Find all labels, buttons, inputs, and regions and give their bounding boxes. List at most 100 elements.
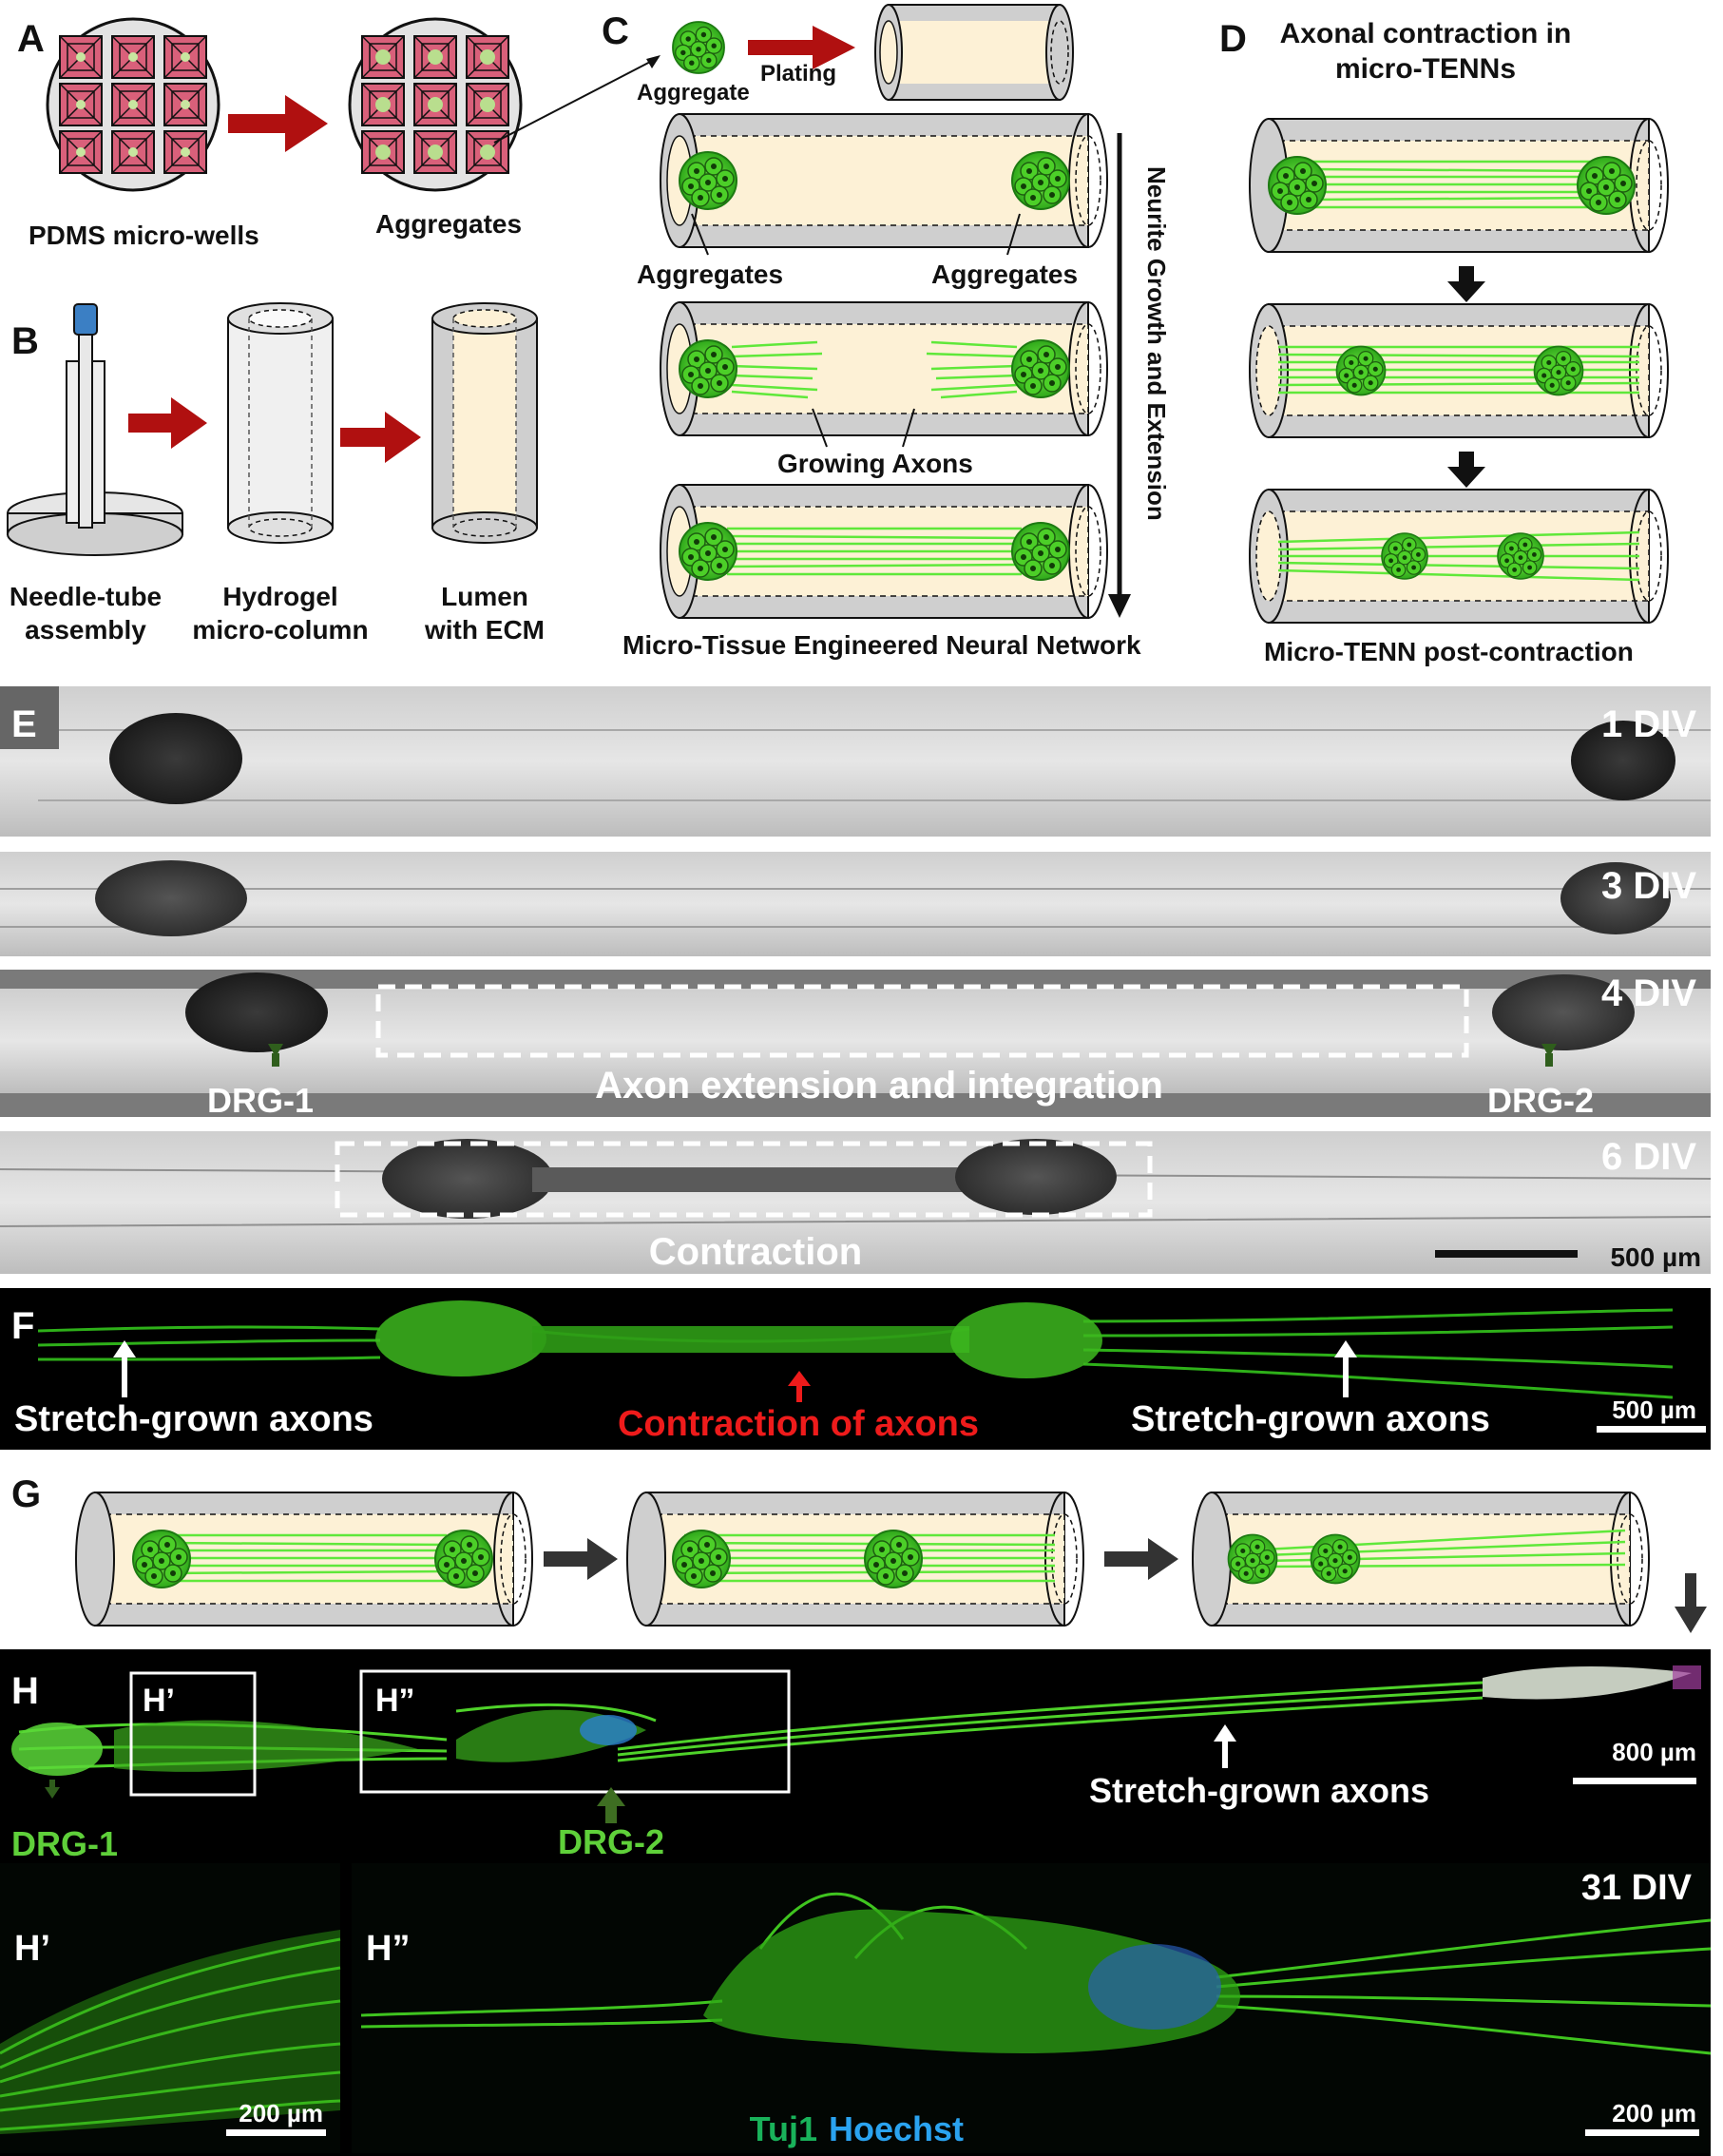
h-scale-left-bar xyxy=(226,2129,326,2136)
h-stretch: Stretch-grown axons xyxy=(1089,1771,1429,1810)
tube-g2 xyxy=(626,1492,1084,1627)
panel-e: E 1 DIV 3 DIV 4 DIV DRG-1 DRG-2 Axon ext… xyxy=(0,686,1712,1274)
pdms-wells xyxy=(59,35,207,174)
needle-label-1: Needle-tube xyxy=(10,582,162,611)
f-center: Contraction of axons xyxy=(618,1404,979,1444)
tube-d2 xyxy=(1249,303,1669,438)
e-scale: 500 µm xyxy=(1610,1242,1701,1272)
h-div: 31 DIV xyxy=(1581,1868,1693,1908)
h-inset2-label: H” xyxy=(366,1929,410,1969)
d-footer: Micro-TENN post-contraction xyxy=(1264,637,1634,666)
needle-hub xyxy=(73,303,98,336)
panel-b-letter: B xyxy=(11,320,39,362)
hydrogel-column xyxy=(227,302,334,544)
panel-d: D Axonal contraction in micro-TENNs xyxy=(1219,18,1669,666)
aggregate-wells xyxy=(361,35,509,174)
g-arrow-1 xyxy=(544,1538,618,1580)
h-inset1-image: H’ 200 µm xyxy=(0,1863,341,2153)
aggregates-right-label: Aggregates xyxy=(931,260,1078,289)
aggregates-left-label: Aggregates xyxy=(637,260,783,289)
e-extension: Axon extension and integration xyxy=(595,1065,1163,1107)
tube-c1 xyxy=(660,113,1108,248)
h-stain-hoechst: Hoechst xyxy=(829,2109,964,2148)
panel-g-letter: G xyxy=(11,1473,41,1515)
extension-box xyxy=(375,984,1469,1058)
e-div3: 3 DIV xyxy=(1601,865,1696,907)
arrow-b2 xyxy=(340,412,421,463)
lumen-label-2: with ECM xyxy=(424,615,545,645)
g-down-arrow xyxy=(1675,1607,1707,1633)
panel-h: H H’ H” Stretch-grown axons 800 µm DRG-1… xyxy=(0,1649,1712,2156)
h-drg2: DRG-2 xyxy=(558,1822,664,1861)
e-strip-1div: E 1 DIV xyxy=(0,686,1711,837)
pdms-label: PDMS micro-wells xyxy=(29,221,259,250)
f-left: Stretch-grown axons xyxy=(14,1399,373,1439)
e-strip-6div: 6 DIV Contraction 500 µm xyxy=(0,1131,1712,1274)
single-aggregate xyxy=(672,21,725,74)
e-div6: 6 DIV xyxy=(1601,1136,1696,1178)
panel-h-letter: H xyxy=(11,1670,39,1712)
panel-c-letter: C xyxy=(602,10,629,52)
panel-e-letter: E xyxy=(11,703,37,745)
tube-d1 xyxy=(1249,118,1669,253)
tube-c3 xyxy=(660,484,1108,619)
panel-d-letter: D xyxy=(1219,18,1247,60)
contraction-box xyxy=(335,1141,1153,1218)
aggregates-label: Aggregates xyxy=(375,209,522,239)
h-inset1-box xyxy=(129,1671,257,1797)
growth-label: Neurite Growth and Extension xyxy=(1142,166,1171,521)
e-strip-3div: 3 DIV xyxy=(0,852,1711,956)
f-right: Stretch-grown axons xyxy=(1131,1399,1490,1439)
tube-g1 xyxy=(75,1492,533,1627)
h-scale-top-bar xyxy=(1573,1778,1696,1784)
panel-a-letter: A xyxy=(17,18,45,60)
needle-label-2: assembly xyxy=(25,615,146,645)
e-drg2: DRG-2 xyxy=(1487,1081,1594,1120)
tube-g3 xyxy=(1192,1492,1650,1627)
h-drg1: DRG-1 xyxy=(11,1824,118,1863)
lumen-label-1: Lumen xyxy=(441,582,528,611)
f-scale-bar xyxy=(1597,1426,1706,1433)
lumen-ecm-column xyxy=(431,302,538,544)
panel-a: A PDMS micro-wells Aggregates xyxy=(17,17,660,250)
h-scale-left: 200 µm xyxy=(239,2099,323,2127)
h-inset1-label: H’ xyxy=(14,1929,50,1969)
e-div1: 1 DIV xyxy=(1601,703,1696,745)
h-scale-top: 800 µm xyxy=(1612,1738,1696,1766)
plating-arrow xyxy=(748,26,855,69)
h-inset2-box xyxy=(359,1669,791,1794)
e-drg1: DRG-1 xyxy=(207,1081,314,1120)
panel-b: B Needle-tube xyxy=(7,302,545,645)
pointer-line-a xyxy=(493,58,657,144)
h-scale-right: 200 µm xyxy=(1612,2099,1696,2127)
arrow-b1 xyxy=(128,397,207,449)
aggregate-label: Aggregate xyxy=(637,80,750,106)
hydrogel-label-2: micro-column xyxy=(192,615,368,645)
panel-c: C Aggregate Plating Aggregates Aggregate… xyxy=(602,4,1171,660)
e-scale-bar xyxy=(1435,1250,1578,1258)
tube-c2 xyxy=(660,301,1108,436)
h-inset1-tag: H’ xyxy=(143,1683,175,1719)
h-inset2-image: H” 31 DIV Tuj1 Hoechst 200 µm xyxy=(352,1863,1712,2153)
d-title-1: Axonal contraction in xyxy=(1280,18,1572,49)
plating-label: Plating xyxy=(760,61,836,87)
e-div4: 4 DIV xyxy=(1601,972,1696,1014)
arrow-a xyxy=(228,95,328,152)
hydrogel-label-1: Hydrogel xyxy=(222,582,337,611)
empty-tube xyxy=(874,4,1074,101)
needle-b xyxy=(78,332,93,529)
panel-g: G xyxy=(11,1473,1707,1633)
panel-f-letter: F xyxy=(11,1305,34,1347)
g-arrow-2 xyxy=(1104,1538,1178,1580)
panel-f: F Stretch-grown axons Contraction of axo… xyxy=(0,1288,1711,1450)
h-inset2-tag: H” xyxy=(375,1683,415,1719)
d-title-2: micro-TENNs xyxy=(1335,53,1516,85)
growing-axons-label: Growing Axons xyxy=(777,449,973,478)
tube-d3 xyxy=(1249,489,1669,624)
e-contraction: Contraction xyxy=(649,1231,862,1273)
f-scale: 500 µm xyxy=(1612,1396,1696,1424)
h-stain-tuj1: Tuj1 xyxy=(750,2109,817,2148)
c-footer: Micro-Tissue Engineered Neural Network xyxy=(622,630,1141,660)
e-strip-4div: 4 DIV DRG-1 DRG-2 Axon extension and int… xyxy=(0,970,1711,1120)
